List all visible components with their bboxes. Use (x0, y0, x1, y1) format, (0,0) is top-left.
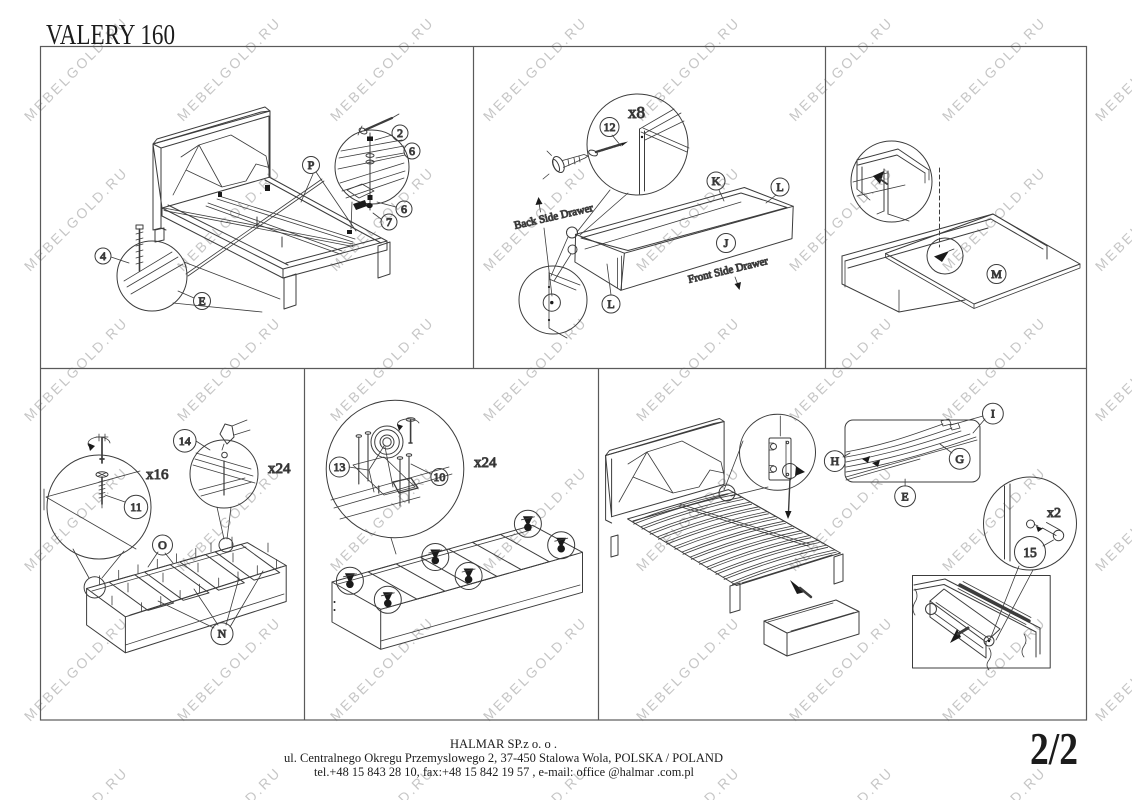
svg-text:12: 12 (604, 120, 616, 134)
svg-text:15: 15 (1023, 545, 1037, 560)
svg-text:G: G (955, 452, 964, 466)
svg-text:L: L (776, 180, 783, 194)
svg-text:6: 6 (409, 144, 415, 158)
svg-text:E: E (198, 294, 205, 308)
svg-text:10: 10 (433, 470, 445, 484)
svg-text:J: J (724, 236, 729, 250)
svg-text:tel.+48 15 843 28 10, fax:+48: tel.+48 15 843 28 10, fax:+48 15 842 19 … (314, 764, 694, 779)
svg-text:4: 4 (100, 249, 106, 263)
svg-text:P: P (308, 158, 315, 172)
svg-text:x24: x24 (268, 461, 291, 477)
svg-text:E: E (901, 489, 908, 503)
svg-text:x16: x16 (146, 467, 169, 483)
svg-text:ul. Centralnego Okregu Przemys: ul. Centralnego Okregu Przemyslowego 2, … (284, 750, 723, 765)
svg-text:7: 7 (386, 215, 392, 229)
svg-text:2: 2 (397, 126, 403, 140)
svg-text:L: L (607, 297, 614, 311)
svg-text:6: 6 (401, 202, 407, 216)
svg-text:I: I (991, 407, 995, 421)
svg-text:HALMAR SP.z o. o .: HALMAR SP.z o. o . (450, 737, 557, 751)
svg-text:2/2: 2/2 (1030, 723, 1078, 774)
svg-text:x24: x24 (474, 455, 497, 471)
svg-text:x8: x8 (628, 103, 645, 122)
svg-text:H: H (830, 454, 839, 468)
svg-text:N: N (218, 627, 227, 641)
svg-text:O: O (158, 538, 167, 552)
svg-text:VALERY 160: VALERY 160 (46, 20, 175, 51)
svg-text:K: K (712, 174, 721, 188)
svg-text:14: 14 (179, 434, 191, 448)
svg-text:11: 11 (130, 500, 142, 514)
svg-text:x2: x2 (1047, 506, 1061, 521)
svg-text:M: M (991, 267, 1002, 281)
svg-text:13: 13 (333, 460, 345, 474)
